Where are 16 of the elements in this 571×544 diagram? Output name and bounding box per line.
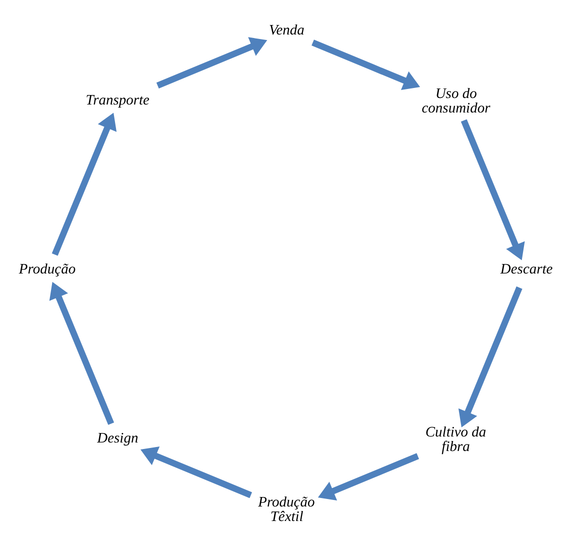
node-text: Produção <box>18 262 76 278</box>
node-text: Design <box>97 430 138 447</box>
node-text: Transporte <box>86 92 150 109</box>
arrow <box>140 446 252 498</box>
node-text: Cultivo da fibra <box>425 424 486 455</box>
node-text: Produção Têxtil <box>258 494 315 525</box>
node-text: Venda <box>268 22 304 38</box>
arrow <box>49 282 114 425</box>
node-text: Descarte <box>500 262 553 278</box>
arrow <box>52 112 117 256</box>
arrow <box>312 40 420 90</box>
arrow <box>318 453 420 500</box>
arrow <box>458 286 522 428</box>
arrow <box>156 37 268 88</box>
node-text: Uso do consumidor <box>422 86 490 117</box>
arrow <box>460 119 525 260</box>
